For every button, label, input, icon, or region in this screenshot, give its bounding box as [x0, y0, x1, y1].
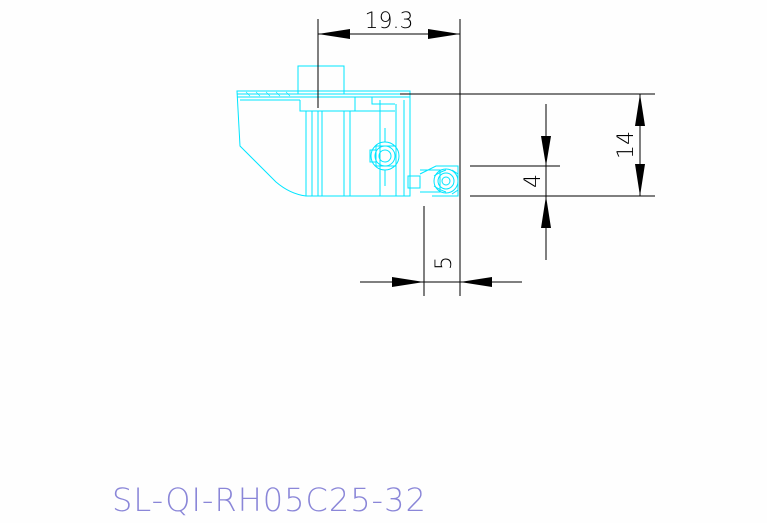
dimension-arrows — [318, 29, 645, 287]
part-code-label: SL-QI-RH05C25-32 — [112, 481, 427, 519]
dim-edge-offset: 5 — [432, 256, 457, 270]
dimension-lines — [317, 19, 655, 296]
dim-total-height: 14 — [614, 131, 639, 159]
body-profile — [236, 90, 411, 197]
insert-holder-outline — [236, 65, 459, 197]
top-stub — [297, 65, 345, 94]
dim-top-width: 19.3 — [365, 9, 414, 34]
dim-edge-height: 4 — [521, 174, 546, 188]
